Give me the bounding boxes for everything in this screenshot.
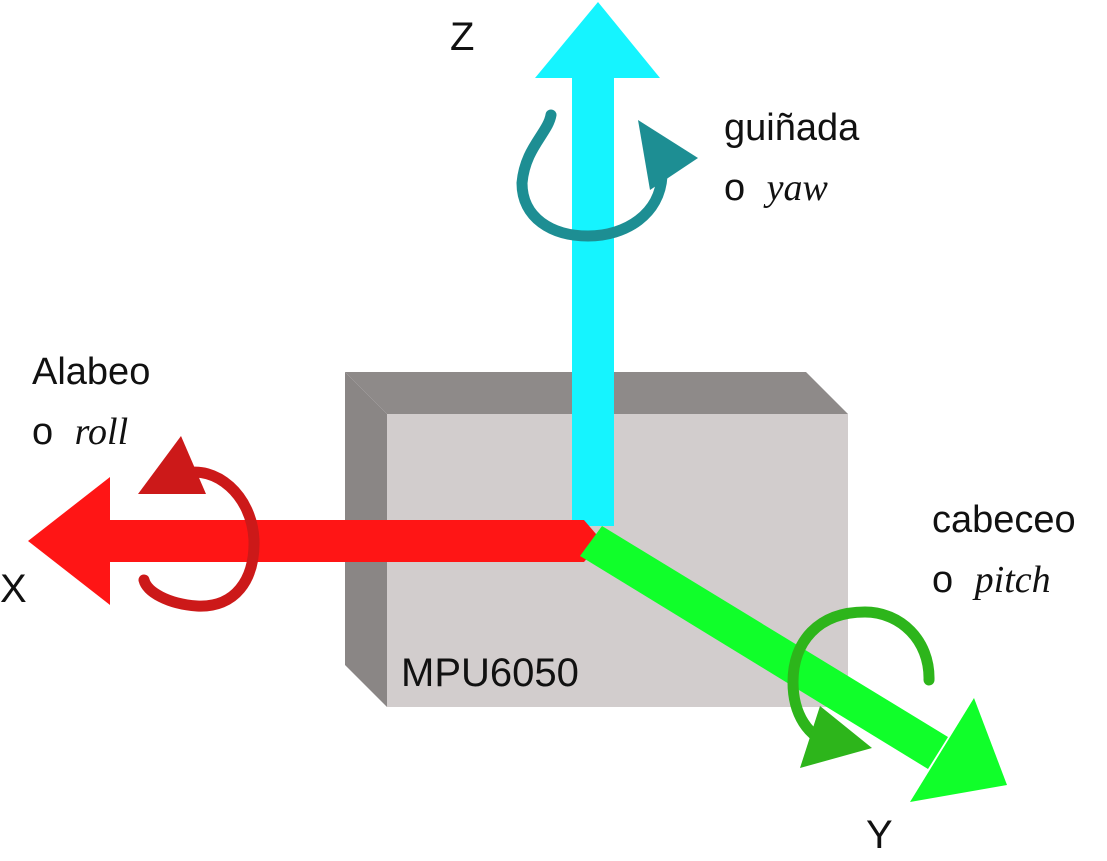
pitch-word: cabeceo [932,499,1076,541]
z-axis: Z [450,2,660,526]
y-axis-label: Y [866,813,893,857]
x-axis: X [0,477,602,611]
x-axis-shaft [103,520,602,562]
x-axis-arrowhead [28,477,110,605]
yaw-connector: o [724,167,745,209]
pitch-term: pitch [972,559,1051,601]
x-axis-label: X [0,567,27,611]
yaw-term: yaw [763,167,829,209]
roll-connector: o [32,411,53,453]
pitch-arrowhead [800,706,872,768]
roll-arrowhead [138,436,206,494]
yaw-arc [516,109,668,242]
roll-word: Alabeo [32,351,150,393]
pitch-term-line: o pitch [932,559,1051,601]
yaw-word: guiñada [724,107,860,149]
pitch-arc [787,606,935,750]
z-axis-arrowhead [535,2,660,78]
roll-label: Alabeo o roll [32,351,150,453]
roll-term-line: o roll [32,411,128,453]
roll-term: roll [75,411,129,453]
z-axis-shaft [572,78,614,526]
roll-arc [138,466,260,612]
y-axis-shaft [580,526,948,769]
pitch-label: cabeceo o pitch [932,499,1076,601]
pitch-rotation-arrow [787,606,935,768]
sensor-label: MPU6050 [401,651,579,695]
yaw-term-line: o yaw [724,167,829,209]
yaw-rotation-arrow [516,109,698,242]
z-axis-label: Z [450,15,474,59]
yaw-arrowhead [638,120,698,190]
y-axis: Y [580,526,1007,857]
pitch-connector: o [932,559,953,601]
roll-rotation-arrow [138,436,260,612]
yaw-label: guiñada o yaw [724,107,860,209]
y-axis-arrowhead [910,698,1007,802]
